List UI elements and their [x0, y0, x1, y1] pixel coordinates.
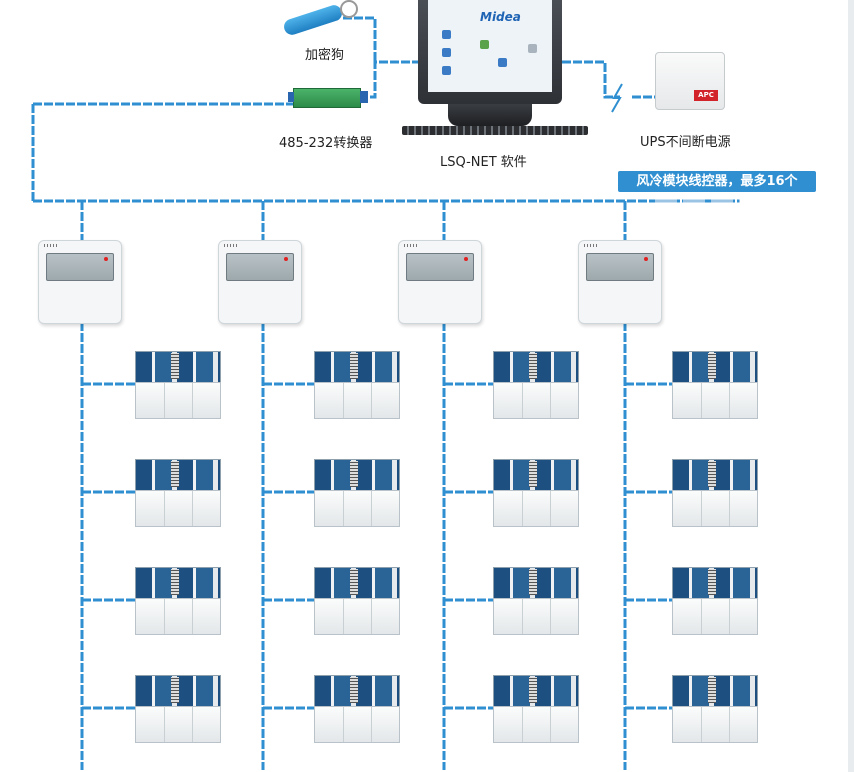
outdoor-unit	[672, 351, 758, 419]
converter-icon	[288, 88, 368, 108]
outdoor-unit	[314, 459, 400, 527]
wired-controller-1	[38, 240, 122, 324]
outdoor-unit	[135, 675, 221, 743]
outdoor-unit	[493, 567, 579, 635]
wire-pc-ups	[562, 60, 620, 99]
outdoor-unit	[672, 459, 758, 527]
wired-controller-4	[578, 240, 662, 324]
controller-count-banner: 风冷模块线控器，最多16个	[618, 171, 816, 192]
outdoor-unit	[135, 567, 221, 635]
outdoor-unit	[493, 459, 579, 527]
monitor-icon: Midea	[418, 0, 562, 104]
outdoor-unit	[135, 459, 221, 527]
software-label: LSQ-NET 软件	[440, 155, 527, 170]
surge-icon	[611, 83, 623, 113]
wire-converter-pc	[359, 60, 420, 99]
status-led-icon	[644, 257, 648, 261]
outdoor-unit	[672, 675, 758, 743]
outdoor-unit	[314, 675, 400, 743]
converter-label: 485-232转换器	[279, 136, 373, 151]
outdoor-unit	[493, 675, 579, 743]
wired-controller-2	[218, 240, 302, 324]
dongle-label: 加密狗	[305, 48, 345, 63]
outdoor-unit	[314, 567, 400, 635]
outdoor-unit	[493, 351, 579, 419]
wire-dongle-pc	[343, 16, 377, 62]
ups-label: UPS不间断电源	[640, 135, 731, 150]
ups-icon: APC	[655, 52, 725, 110]
status-led-icon	[104, 257, 108, 261]
outdoor-unit	[672, 567, 758, 635]
status-led-icon	[464, 257, 468, 261]
monitor-logo: Midea	[480, 10, 521, 24]
outdoor-unit	[135, 351, 221, 419]
wired-controller-3	[398, 240, 482, 324]
right-edge-bar	[848, 0, 854, 772]
ups-logo: APC	[694, 90, 718, 101]
outdoor-unit	[314, 351, 400, 419]
monitor-stand	[448, 104, 532, 126]
keyring-icon	[340, 0, 358, 18]
status-led-icon	[284, 257, 288, 261]
keyboard-icon	[402, 126, 588, 135]
